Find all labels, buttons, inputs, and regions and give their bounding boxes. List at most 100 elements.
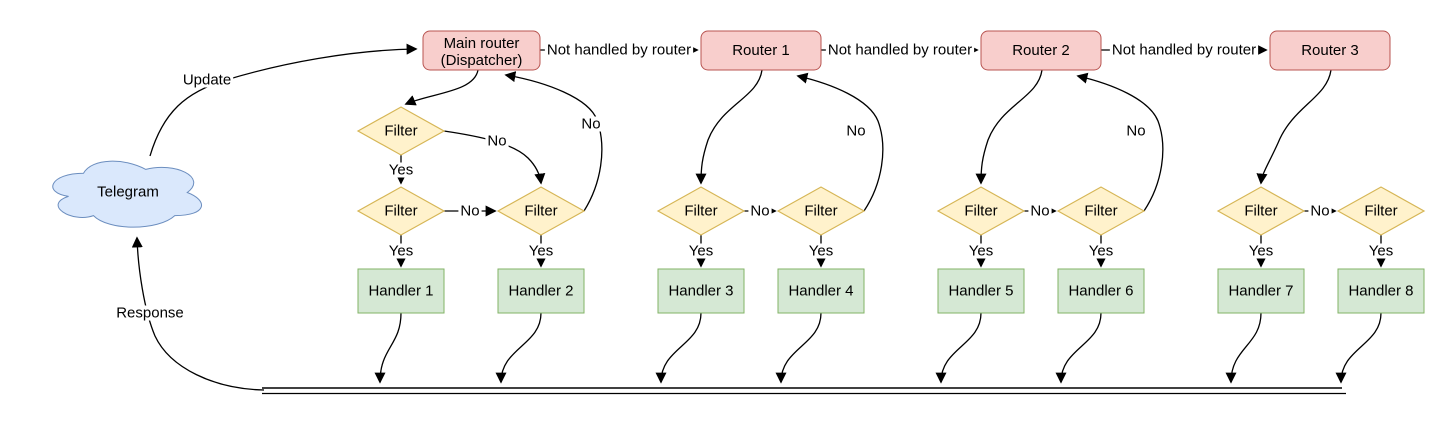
handler-3-box-label: Handler 3 xyxy=(668,283,733,300)
filter-diamond-1-label: Filter xyxy=(384,203,417,220)
main-router-box-label-line1: Main router xyxy=(444,35,520,52)
router-3-box-label: Router 3 xyxy=(1301,42,1359,59)
yes-label-6: Yes xyxy=(1089,243,1113,260)
return-no-label-router2: No xyxy=(1126,123,1145,140)
nodes-layer: Main router(Dispatcher) xyxy=(52,30,1426,314)
dispatcher-filter-yes-label-bg xyxy=(386,162,416,178)
filter-diamond-5-label: Filter xyxy=(964,203,997,220)
dispatcher-filter-no-edge xyxy=(443,130,546,185)
not-handled-label-1: Not handled by router xyxy=(547,42,691,59)
filter-diamond-2-label: Filter xyxy=(524,203,557,220)
filter-diamond-8-label: Filter xyxy=(1364,203,1397,220)
no-link-label-2: No xyxy=(750,203,769,220)
not-handled-label-2-bg xyxy=(825,42,975,58)
handler-7-to-bus-edge xyxy=(1225,312,1262,384)
response-label-bg xyxy=(114,305,186,321)
update-label-bg xyxy=(180,72,234,88)
handler-2-box-label: Handler 2 xyxy=(508,283,573,300)
telegram-cloud-label: Telegram xyxy=(97,184,159,201)
filter-diamond-3-label: Filter xyxy=(684,203,717,220)
handler-8-box-label: Handler 8 xyxy=(1348,283,1413,300)
return-no-label-router2-bg xyxy=(1124,123,1148,139)
handler-7-box xyxy=(1217,268,1305,314)
handler-8-box xyxy=(1337,268,1425,314)
handler-4-box-label: Handler 4 xyxy=(788,283,853,300)
yes-label-1: Yes xyxy=(389,243,413,260)
router1-to-filter-edge xyxy=(695,69,763,185)
handler-3-box xyxy=(657,268,745,314)
dispatcher-to-filter-edge xyxy=(404,69,479,106)
handler-5-to-bus-edge xyxy=(935,312,982,384)
yes-label-7: Yes xyxy=(1249,243,1273,260)
filter-diamond-8 xyxy=(1336,186,1426,236)
handler-8-to-bus-edge xyxy=(1335,312,1382,384)
yes-label-6-bg xyxy=(1086,243,1116,259)
response-edge xyxy=(131,236,265,391)
not-handled-label-3: Not handled by router xyxy=(1112,42,1256,59)
handler-1-box-label: Handler 1 xyxy=(368,283,433,300)
no-link-label-1: No xyxy=(460,203,479,220)
yes-label-3-bg xyxy=(686,243,716,259)
filter-diamond-3 xyxy=(656,186,746,236)
yes-label-2: Yes xyxy=(529,243,553,260)
return-no-edge-router2 xyxy=(1076,72,1164,212)
handler-2-box xyxy=(497,268,585,314)
dispatcher-filter-no-label-bg xyxy=(485,133,509,149)
handler-1-box xyxy=(357,268,445,314)
handler-6-to-bus-edge xyxy=(1055,312,1102,384)
main-router-box-label-line2: (Dispatcher) xyxy=(441,52,523,69)
filter-diamond-7-label: Filter xyxy=(1244,203,1277,220)
return-no-label-router1-bg xyxy=(844,123,868,139)
handler-5-box xyxy=(937,268,1025,314)
filter-diamond-dispatcher-top-label: Filter xyxy=(384,123,417,140)
filter-diamond-4-label: Filter xyxy=(804,203,837,220)
yes-label-4-bg xyxy=(806,243,836,259)
router-1-box-label: Router 1 xyxy=(732,42,790,59)
filter-diamond-2 xyxy=(496,186,586,236)
main-router-box xyxy=(422,30,541,71)
filter-diamond-4 xyxy=(776,186,866,236)
filter-diamond-dispatcher-top xyxy=(356,106,446,156)
yes-label-2-bg xyxy=(526,243,556,259)
no-link-label-4-bg xyxy=(1308,203,1332,219)
return-no-label-router1: No xyxy=(846,123,865,140)
not-handled-label-3-bg xyxy=(1109,42,1259,58)
handler-2-to-bus-edge xyxy=(495,312,542,384)
filter-diamond-5 xyxy=(936,186,1026,236)
dispatcher-filter-yes-label: Yes xyxy=(389,162,413,179)
dispatcher-filter-no-label: No xyxy=(487,133,506,150)
edges-layer xyxy=(131,43,1387,395)
no-link-label-2-bg xyxy=(748,203,772,219)
filter-diamond-6-label: Filter xyxy=(1084,203,1117,220)
no-link-label-4: No xyxy=(1310,203,1329,220)
handler-5-box-label: Handler 5 xyxy=(948,283,1013,300)
return-no-label-dispatcher-bg xyxy=(579,116,603,132)
update-label: Update xyxy=(183,72,231,89)
return-no-label-dispatcher: No xyxy=(581,116,600,133)
yes-label-5: Yes xyxy=(969,243,993,260)
telegram-cloud xyxy=(52,160,203,228)
router-1-box xyxy=(700,30,822,71)
handler-4-box xyxy=(777,268,865,314)
no-link-label-3: No xyxy=(1030,203,1049,220)
handler-3-to-bus-edge xyxy=(655,312,702,384)
filter-diamond-6 xyxy=(1056,186,1146,236)
router-3-box xyxy=(1269,30,1391,71)
handler-4-to-bus-edge xyxy=(775,312,822,384)
filter-diamond-7 xyxy=(1216,186,1306,236)
handler-6-box-label: Handler 6 xyxy=(1068,283,1133,300)
router-2-box-label: Router 2 xyxy=(1012,42,1070,59)
not-handled-label-2: Not handled by router xyxy=(828,42,972,59)
no-link-label-1-bg xyxy=(458,203,482,219)
yes-label-4: Yes xyxy=(809,243,833,260)
yes-label-5-bg xyxy=(966,243,996,259)
yes-label-8-bg xyxy=(1366,243,1396,259)
handler-1-to-bus-edge xyxy=(374,312,402,384)
yes-label-3: Yes xyxy=(689,243,713,260)
router2-to-filter-edge xyxy=(975,69,1043,185)
return-no-edge-dispatcher xyxy=(504,71,603,212)
yes-label-8: Yes xyxy=(1369,243,1393,260)
response-label: Response xyxy=(116,305,184,322)
